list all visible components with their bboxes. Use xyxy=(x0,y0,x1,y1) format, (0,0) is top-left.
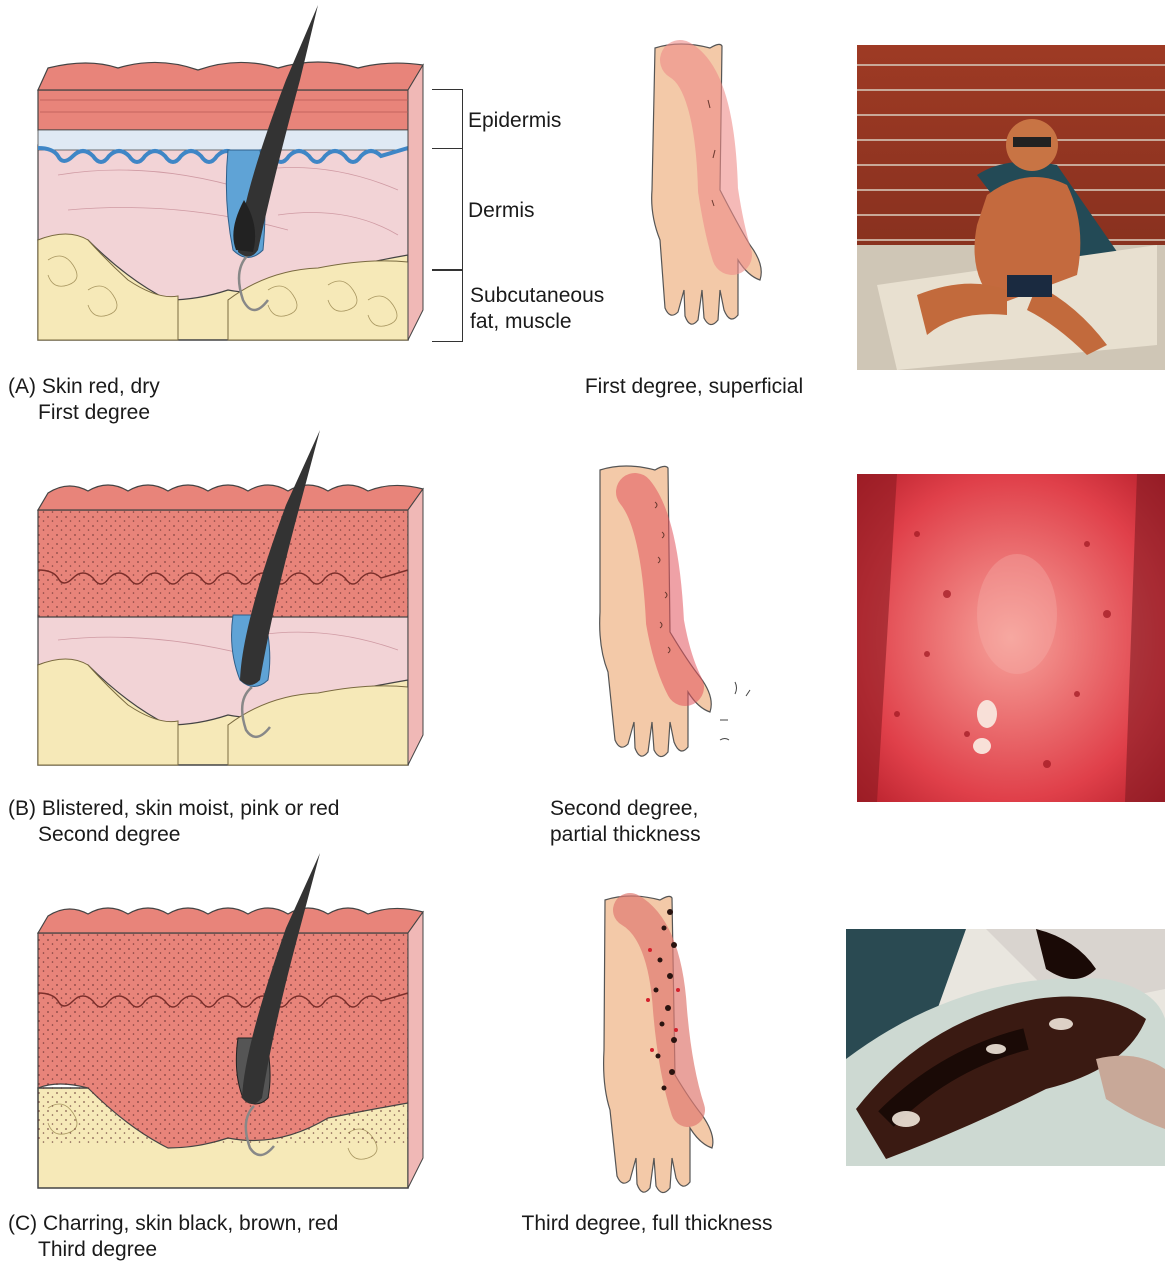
subcutaneous-label-line2: fat, muscle xyxy=(470,309,604,335)
epidermis-bracket xyxy=(432,89,463,149)
caption-a-line2: First degree xyxy=(8,400,160,426)
skin-diagram-first-degree xyxy=(28,0,448,345)
arm-caption-a-line1: First degree, superficial xyxy=(568,374,820,400)
caption-a: (A) Skin red, dry First degree xyxy=(8,374,160,426)
caption-b-line2: Second degree xyxy=(8,822,339,848)
skin-diagram-third-degree xyxy=(28,848,448,1193)
arm-second-degree xyxy=(580,462,780,772)
caption-b-line1: (B) Blistered, skin moist, pink or red xyxy=(8,796,339,822)
arm-caption-b-line2: partial thickness xyxy=(550,822,701,848)
arm-third-degree xyxy=(590,890,750,1200)
caption-a-line1: (A) Skin red, dry xyxy=(8,374,160,400)
sunburn-photo xyxy=(857,45,1165,370)
epidermis-label: Epidermis xyxy=(468,108,561,134)
arm-caption-b-line1: Second degree, xyxy=(550,796,701,822)
arm-caption-b: Second degree, partial thickness xyxy=(550,796,701,848)
subcutaneous-label: Subcutaneous fat, muscle xyxy=(470,283,604,335)
arm-first-degree xyxy=(620,40,790,340)
dermis-label: Dermis xyxy=(468,198,535,224)
caption-c: (C) Charring, skin black, brown, red Thi… xyxy=(8,1211,338,1263)
charred-skin-photo xyxy=(846,929,1165,1166)
subcutaneous-bracket xyxy=(432,270,463,342)
arm-caption-c-line1: Third degree, full thickness xyxy=(490,1211,804,1237)
caption-b: (B) Blistered, skin moist, pink or red S… xyxy=(8,796,339,848)
caption-c-line1: (C) Charring, skin black, brown, red xyxy=(8,1211,338,1237)
arm-caption-a: First degree, superficial xyxy=(568,374,820,400)
dermis-bracket xyxy=(432,148,463,270)
caption-c-line2: Third degree xyxy=(8,1237,338,1263)
skin-diagram-second-degree xyxy=(28,425,448,770)
blistered-skin-photo xyxy=(857,474,1165,802)
subcutaneous-label-line1: Subcutaneous xyxy=(470,283,604,309)
arm-caption-c: Third degree, full thickness xyxy=(490,1211,804,1237)
